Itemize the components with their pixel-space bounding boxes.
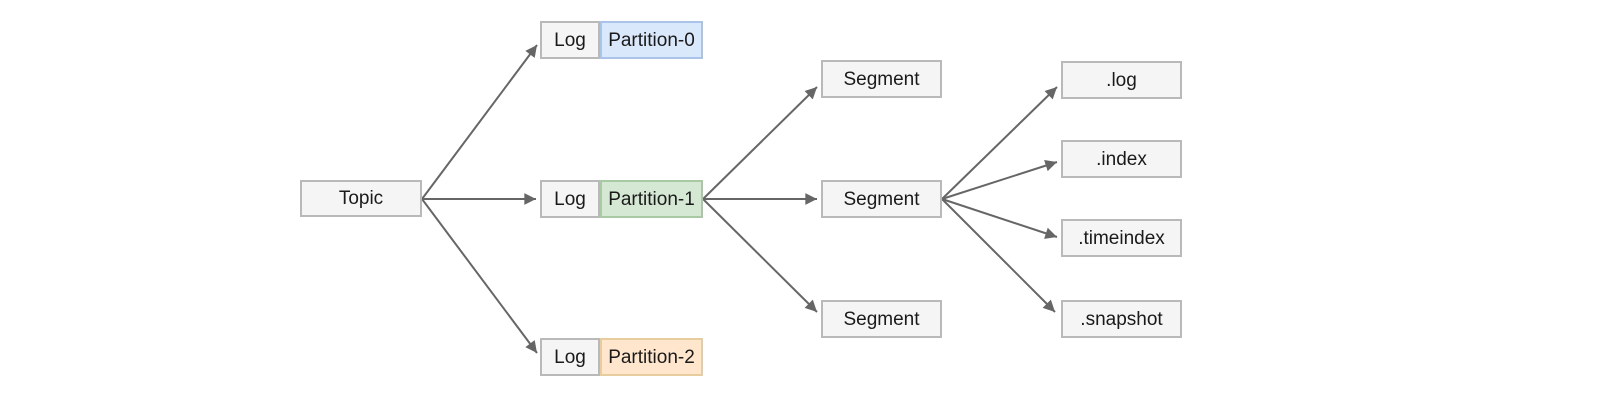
node-partition-1: Partition-1 [600,180,703,218]
arrow-segment-to-log-file [941,86,1058,200]
node-log-2: Log [540,338,600,376]
node-partition-2: Partition-2 [600,338,703,376]
arrow-topic-to-partition-2 [421,198,538,354]
node-file-log: .log [1061,61,1182,99]
node-file-timeindex: .timeindex [1061,219,1182,257]
arrow-partition1-to-segment-bottom [702,198,818,313]
arrow-segment-to-snapshot-file [941,198,1056,313]
node-log-1: Log [540,180,600,218]
node-segment-top: Segment [821,60,942,98]
node-topic: Topic [300,180,422,217]
arrow-segment-to-timeindex-file [941,198,1058,239]
node-file-index: .index [1061,140,1182,178]
node-partition-0: Partition-0 [600,21,703,59]
arrow-topic-to-partition-0 [421,44,538,200]
arrow-partition1-to-segment-top [702,86,818,200]
node-segment-middle: Segment [821,180,942,218]
node-log-0: Log [540,21,600,59]
node-file-snapshot: .snapshot [1061,300,1182,338]
node-segment-bottom: Segment [821,300,942,338]
arrow-segment-to-index-file [941,160,1058,200]
